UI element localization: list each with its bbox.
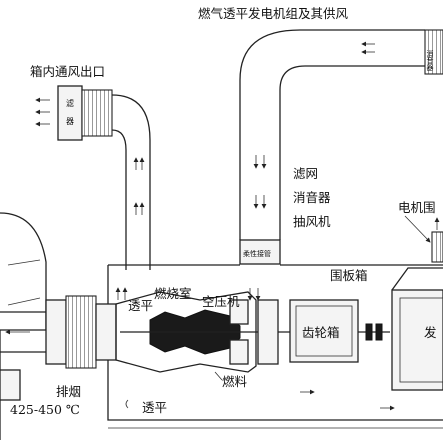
top-silencer-label: 消音器: [426, 49, 434, 72]
turbine-label: 透平: [128, 298, 153, 313]
vent-outlet-duct: 滤 器: [57, 85, 151, 270]
vent-outlet-arrows: [35, 97, 50, 127]
generator-label: 发: [424, 325, 437, 340]
generator-fan: [431, 217, 443, 263]
diagram-title: 燃气透平发电机组及其供风: [198, 6, 349, 21]
exhaust-pipe: [0, 295, 117, 369]
vent-filter-label-2: 器: [66, 117, 74, 126]
gearbox-label: 齿轮箱: [302, 325, 340, 340]
gearbox: [289, 299, 390, 363]
flex-joint-label: 柔性接管: [243, 249, 271, 258]
exhaust-stack: [0, 212, 47, 440]
combustor-label: 燃烧室: [154, 286, 192, 301]
exhaust-temp-label: 425-450 ℃: [10, 402, 80, 417]
turbine-bottom-label: 透平: [142, 400, 167, 415]
enclosure-arrows: [115, 287, 395, 411]
flex-joint: 柔性接管: [239, 239, 281, 265]
intake-duct: 消音器: [239, 29, 443, 240]
enclosure-label: 围板箱: [330, 268, 368, 283]
exhaust-label: 排烟: [56, 384, 81, 399]
vent-duct-arrows: [133, 157, 145, 215]
filter-net-label: 滤网: [293, 166, 318, 181]
generator-cover-label: 电机围: [398, 200, 436, 215]
vent-outlet-label: 箱内通风出口: [30, 64, 105, 79]
compressor-label: 空压机: [202, 294, 240, 309]
vent-filter-label-1: 滤: [66, 98, 74, 108]
intake-duct-arrows: [253, 41, 375, 209]
exhaust-fan-label: 抽风机: [293, 214, 331, 229]
silencer-label: 消音器: [293, 190, 331, 205]
fuel-label: 燃料: [222, 374, 248, 389]
gas-turbine: [115, 291, 300, 373]
generator: [391, 267, 443, 391]
